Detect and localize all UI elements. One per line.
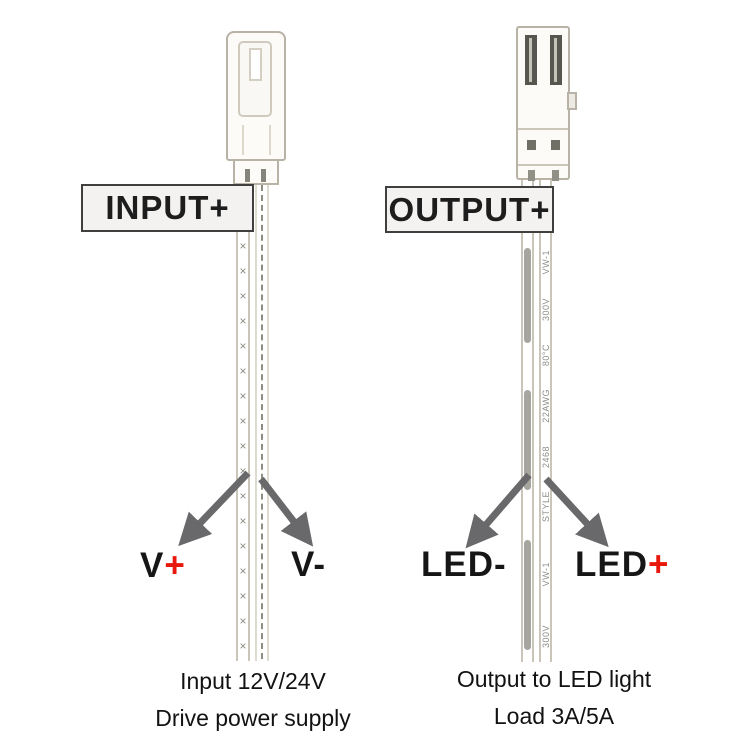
v-minus-label: V-: [291, 545, 326, 585]
input-connector: [226, 31, 286, 161]
output-connector-contact-right: [551, 140, 560, 150]
wire-mark: STYLE: [540, 490, 551, 522]
output-connector-contact-left: [527, 140, 536, 150]
input-label-box: INPUT+: [81, 184, 254, 232]
led-plus-base: LED: [575, 545, 648, 584]
output-wire-print-band-3: [524, 540, 531, 650]
output-connector-pin-right-stripe: [554, 38, 557, 82]
output-caption-line1: Output to LED light: [456, 666, 652, 692]
led-minus-sign: -: [494, 545, 507, 584]
v-plus-label: V+: [140, 546, 186, 586]
led-minus-label: LED-: [421, 545, 507, 585]
input-connector-slot: [249, 48, 262, 81]
input-connector-pin-right: [261, 169, 266, 182]
v-plus-sign: +: [164, 546, 186, 585]
wire-mark: VW-1: [540, 250, 551, 275]
output-connector-crimp-left: [528, 170, 535, 181]
led-plus-sign: +: [648, 545, 670, 584]
output-caption-line2: Load 3A/5A: [493, 703, 615, 729]
output-connector-divider-bottom: [518, 164, 568, 166]
output-label-box: OUTPUT+: [385, 186, 554, 233]
v-plus-base: V: [140, 546, 165, 585]
output-connector-crimp-right: [552, 170, 559, 181]
wire-mark: 22AWG: [540, 388, 551, 423]
output-connector-latch: [567, 92, 577, 110]
input-wire-x-marks: ×××××××××××××××××××: [239, 190, 247, 653]
led-plus-label: LED+: [575, 545, 669, 585]
led-minus-base: LED: [421, 545, 494, 584]
v-minus-base: V: [291, 545, 314, 584]
output-connector-divider-top: [518, 128, 568, 130]
input-connector-rib-left: [242, 125, 244, 155]
output-wire-print-top: VW-1 300V 80°C 22AWG 2468 STYLE: [539, 250, 552, 522]
v-minus-sign: -: [313, 545, 327, 584]
arrow-to-led-plus: [543, 476, 609, 548]
output-wire-print-band-1: [524, 248, 531, 343]
input-connector-rib-right: [269, 125, 271, 155]
wire-mark: 300V: [540, 297, 551, 321]
input-label-text: INPUT+: [105, 189, 230, 226]
wire-mark: VW-1: [540, 562, 551, 587]
input-wire-dashed-line: [261, 185, 263, 659]
wire-mark: 2468: [540, 445, 551, 468]
wire-mark: 80°C: [540, 343, 551, 366]
output-wire-print-bottom: VW-1 300V: [539, 562, 552, 648]
output-connector-pin-right: [550, 35, 562, 85]
wire-mark: 300V: [540, 624, 551, 648]
output-connector: [516, 26, 570, 181]
input-connector-pin-left: [245, 169, 250, 182]
input-caption-line2: Drive power supply: [155, 705, 351, 731]
output-wire-print-band-2: [524, 390, 531, 490]
output-connector-pin-left: [525, 35, 537, 85]
output-connector-pin-left-stripe: [529, 38, 532, 82]
input-caption-line1: Input 12V/24V: [180, 668, 326, 694]
input-connector-collar: [233, 159, 279, 185]
output-label-text: OUTPUT+: [388, 190, 551, 228]
